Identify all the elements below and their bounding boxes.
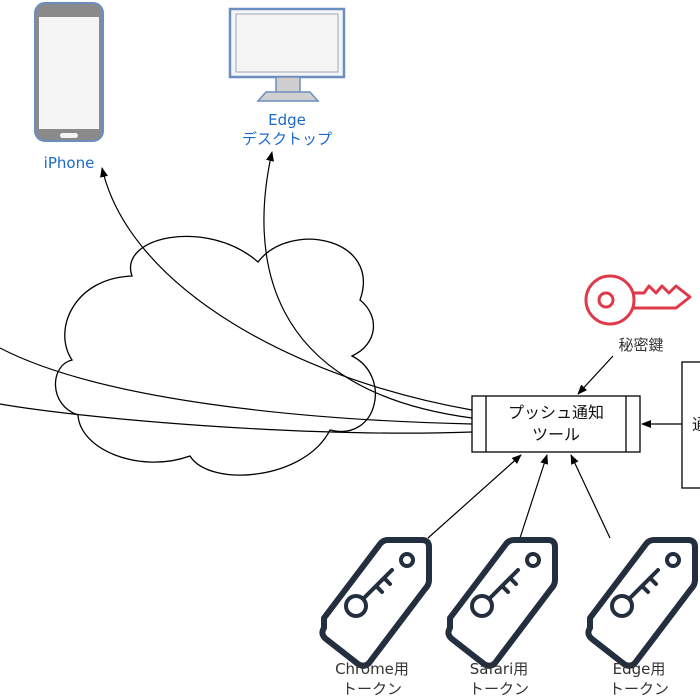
line-to-left-offscreen-1 <box>0 347 473 425</box>
desktop-monitor-icon <box>228 7 346 102</box>
chrome-token-icon <box>319 537 432 669</box>
chrome-token-label-line1: Chrome用 <box>335 660 409 678</box>
right-box-label: 通 <box>692 415 700 434</box>
chrome-token-label-line2: トークン <box>342 680 402 698</box>
arrow-edge-token-to-tool <box>570 454 611 539</box>
safari-token-label-line2: トークン <box>469 680 529 698</box>
edge-token-label-line2: トークン <box>609 680 669 698</box>
private-key-icon <box>584 274 692 326</box>
edge-desktop-label-line2: デスクトップ <box>242 130 332 148</box>
iphone-icon <box>34 2 104 142</box>
private-key-label: 秘密鍵 <box>618 336 663 354</box>
arrow-chrome-token-to-tool <box>427 454 522 539</box>
edge-token-label-line1: Edge用 <box>613 660 666 678</box>
line-to-left-offscreen-2 <box>0 403 473 434</box>
safari-token-icon <box>445 537 558 669</box>
arrow-key-to-tool <box>577 355 614 395</box>
edge-token-icon <box>585 537 698 669</box>
internet-cloud <box>54 235 376 476</box>
push-tool-label-line1: プッシュ通知 <box>508 403 604 422</box>
arrow-to-iphone <box>100 167 473 411</box>
arrow-safari-token-to-tool <box>519 454 549 539</box>
iphone-label: iPhone <box>44 154 95 172</box>
safari-token-label-line1: Safari用 <box>470 660 529 678</box>
push-tool-label-line2: ツール <box>532 425 580 444</box>
arrow-to-edge-desktop <box>263 151 473 419</box>
edge-desktop-label-line1: Edge <box>268 111 306 129</box>
right-offscreen-box <box>681 361 700 489</box>
push-tool-box <box>471 395 641 453</box>
